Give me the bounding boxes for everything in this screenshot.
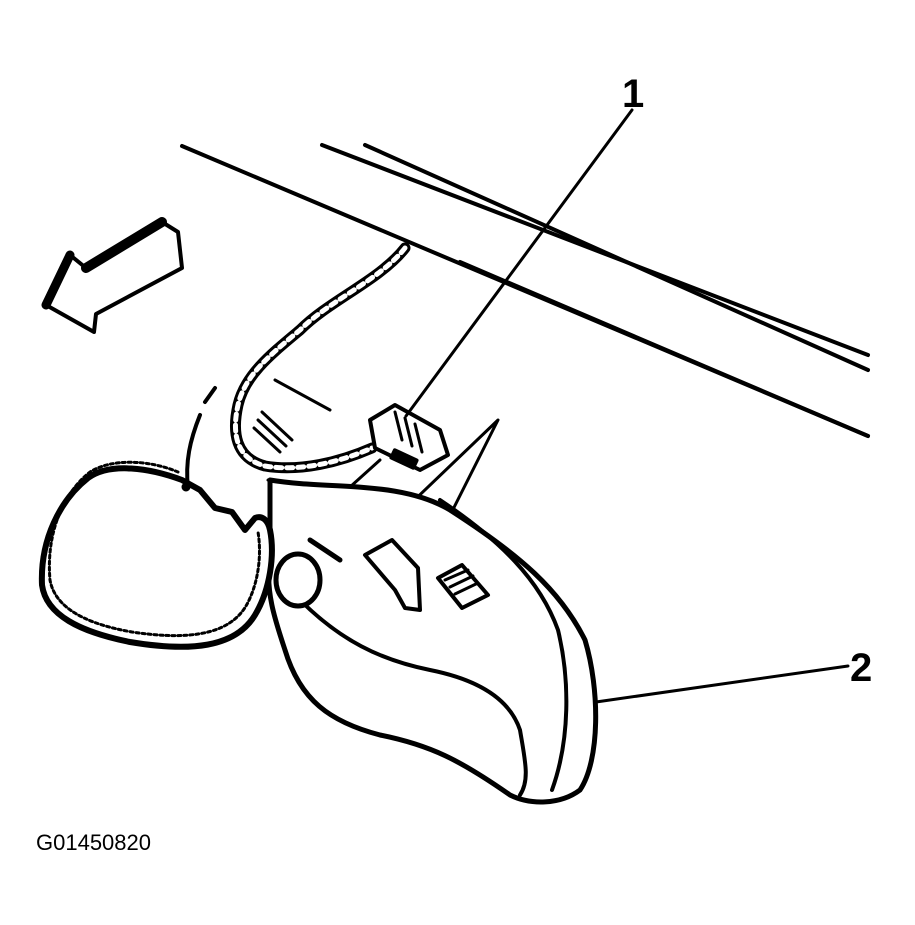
leader-lines <box>404 108 850 704</box>
leader-line-2 <box>594 664 850 704</box>
windshield-edge-lines <box>180 143 870 438</box>
electrical-connector <box>368 403 450 472</box>
wiring-harness <box>230 242 411 474</box>
callout-label-2: 2 <box>850 646 873 690</box>
callout-label-1: 1 <box>622 72 645 116</box>
rearview-mirror-housing <box>266 477 599 805</box>
mirror-glass <box>38 386 275 650</box>
leader-line-1 <box>404 108 634 418</box>
arrow-left-down-icon <box>41 217 184 334</box>
figure-id-label: G01450820 <box>36 830 151 855</box>
mirror-pivot-ball <box>273 537 343 609</box>
